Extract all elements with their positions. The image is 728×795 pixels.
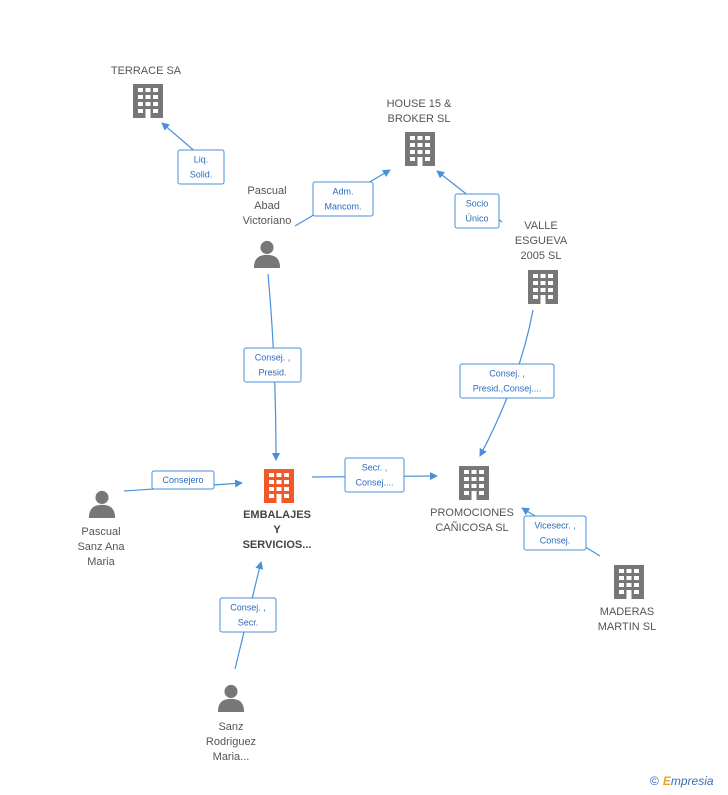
edge-label-box[interactable]: Secr. , Consej.... <box>344 457 405 493</box>
edge-pascual_abad-to-embalajes: Consej. , Presid. <box>243 273 302 461</box>
edge-pascual_sanz-to-embalajes: Consejero <box>123 470 243 492</box>
edge-label-line: Secr. , <box>362 463 388 473</box>
edge-label-box[interactable]: Consejero <box>151 470 215 490</box>
edge-embalajes-to-promociones: Secr. , Consej.... <box>311 457 438 493</box>
node-label-line: MADERAS <box>600 606 654 618</box>
edge-label-box[interactable]: Consej. , Presid. <box>243 347 302 383</box>
edge-label-line: Consej. , <box>230 603 266 613</box>
brand-rest: mpresia <box>670 774 714 788</box>
edge-label-line: Presid. <box>258 368 286 378</box>
edge-label-line: Presid.,Consej.... <box>473 384 542 394</box>
node-label-line: TERRACE SA <box>111 65 182 77</box>
node-label-line: 2005 SL <box>521 250 562 262</box>
edge-label-line: Liq. <box>194 155 209 165</box>
node-label-line: ESGUEVA <box>515 235 568 247</box>
brand-initial: E <box>662 774 671 788</box>
node-label-line: Sanz <box>218 721 243 733</box>
edge-label-line: Solid. <box>190 170 213 180</box>
edge-label-line: Vicesecr. , <box>534 521 575 531</box>
node-label-line: Rodriguez <box>206 736 256 748</box>
node-promociones[interactable]: PROMOCIONES CAÑICOSA SL <box>430 466 514 534</box>
person-icon <box>217 684 245 712</box>
node-label-line: BROKER SL <box>388 113 451 125</box>
building-icon <box>614 565 644 599</box>
edge-pascual_abad-to-terrace: Liq. Solid. <box>161 122 225 185</box>
node-label-line: HOUSE 15 & <box>387 98 452 110</box>
building-icon <box>459 466 489 500</box>
building-icon <box>405 132 435 166</box>
node-label-line: Pascual <box>81 526 120 538</box>
copyright-symbol: © <box>650 774 659 788</box>
node-label-line: MARTIN SL <box>598 621 656 633</box>
person-icon <box>88 490 116 518</box>
edge-label-box[interactable]: Adm. Mancom. <box>312 181 374 217</box>
node-label-line: SERVICIOS... <box>243 539 312 551</box>
node-embalajes[interactable]: EMBALAJES Y SERVICIOS... <box>243 469 312 551</box>
edge-maderas-to-promociones: Vicesecr. , Consej. <box>521 507 601 557</box>
edge-label-box[interactable]: Liq. Solid. <box>177 149 225 185</box>
node-label-line: Maria... <box>213 751 250 763</box>
edge-label-line: Consejero <box>162 475 203 485</box>
node-label-line: Maria <box>87 556 115 568</box>
node-label-line: CAÑICOSA SL <box>435 521 508 534</box>
node-label-line: Sanz Ana <box>77 541 125 553</box>
node-label-line: Abad <box>254 200 280 212</box>
edge-label-line: Consej. <box>540 536 571 546</box>
edge-label-line: Consej. , <box>489 369 525 379</box>
edge-label-line: Secr. <box>238 618 259 628</box>
edge-label-line: Socio <box>466 199 489 209</box>
edge-label-line: Consej.... <box>355 478 393 488</box>
edge-label-line: Único <box>465 214 488 224</box>
node-label-line: PROMOCIONES <box>430 507 514 519</box>
building-icon <box>264 469 294 503</box>
building-icon <box>528 270 558 304</box>
edge-label-line: Adm. <box>332 187 353 197</box>
node-house15[interactable]: HOUSE 15 & BROKER SL <box>387 98 452 166</box>
node-valle[interactable]: VALLE ESGUEVA 2005 SL <box>515 220 568 304</box>
empresia-watermark: ©Empresia <box>650 774 714 788</box>
node-sanz-rodriguez[interactable]: SanzRodriguezMaria... <box>206 684 256 763</box>
edge-valle-to-promociones: Consej. , Presid.,Consej.... <box>459 309 555 457</box>
node-label-line: Victoriano <box>243 215 292 227</box>
edge-label-box[interactable]: Consej. , Presid.,Consej.... <box>459 363 555 399</box>
node-terrace[interactable]: TERRACE SA <box>111 65 182 118</box>
node-label-line: EMBALAJES <box>243 509 311 521</box>
person-icon <box>253 240 281 268</box>
node-label-line: Y <box>273 524 281 536</box>
edge-label-box[interactable]: Vicesecr. , Consej. <box>523 515 587 551</box>
edge-pascual_abad-to-house15: Adm. Mancom. <box>294 169 391 227</box>
node-label-line: VALLE <box>524 220 557 232</box>
building-icon <box>133 84 163 118</box>
edge-label-box[interactable]: Consej. , Secr. <box>219 597 277 633</box>
edge-label-line: Mancom. <box>324 202 361 212</box>
edge-sanz_rodriguez-to-embalajes: Consej. , Secr. <box>219 561 277 670</box>
node-label-line: Pascual <box>247 185 286 197</box>
edge-label-line: Consej. , <box>255 353 291 363</box>
node-maderas[interactable]: MADERAS MARTIN SL <box>598 565 656 633</box>
